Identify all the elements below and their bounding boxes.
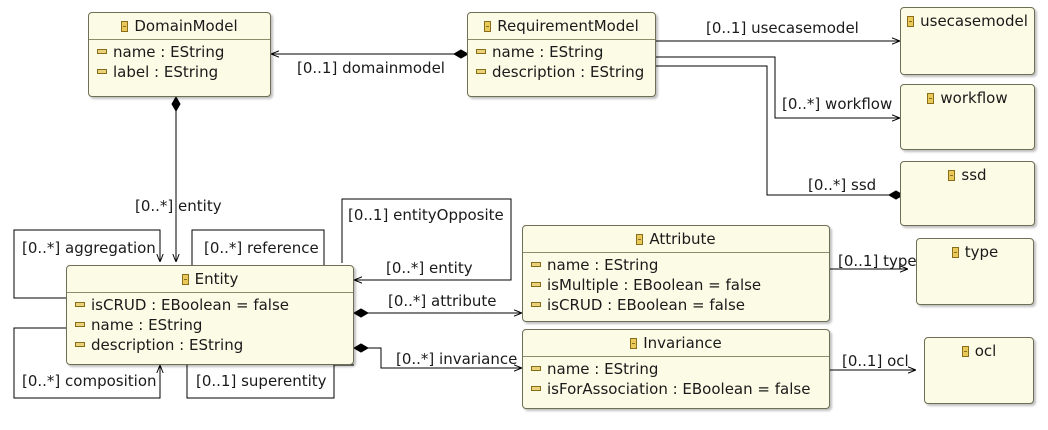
eclass-icon [948,170,956,181]
workflow-class[interactable]: workflow [900,84,1035,150]
eattribute-icon [531,366,541,371]
eattribute-icon [531,302,541,307]
eclass-icon [630,338,638,349]
attribute-row[interactable]: name : EString [468,42,655,62]
eattribute-icon [97,49,107,54]
attribute-row[interactable]: name : EString [523,359,829,379]
aggregation-loop-line [13,229,160,299]
eclass-icon [121,21,129,32]
eclass-icon [907,16,915,27]
invariance-composition-diamond [352,343,370,353]
class-name: ssd [961,166,987,184]
ssd-reference-label: [0..*] ssd [808,176,877,194]
ssd-header: ssd [901,162,1034,188]
class-name: Invariance [643,334,722,352]
eattribute-icon [75,302,85,307]
class-name: Entity [194,270,239,288]
eattribute-icon [531,282,541,287]
ssd-class[interactable]: ssd [900,161,1035,226]
attribute-row[interactable]: description : EString [468,62,655,82]
ocl-header: ocl [925,338,1033,364]
entity-class[interactable]: Entity isCRUD : EBoolean = false name : … [66,265,354,365]
domainmodel-reference-label: [0..1] domainmodel [297,59,445,77]
ssd-reference-line [656,65,900,196]
entity-opposite-loop-line [341,198,512,280]
attribute-row[interactable]: isCRUD : EBoolean = false [67,295,353,315]
eclass-icon [927,93,935,104]
attribute-row[interactable]: name : EString [523,255,829,275]
eclass-icon [961,346,969,357]
attribute-reference-label: [0..*] attribute [388,292,497,310]
type-reference-label: [0..1] type [838,252,917,270]
attribute-row[interactable]: name : EString [67,315,353,335]
workflow-reference-label: [0..*] workflow [782,95,893,113]
ocl-reference-label: [0..1] ocl [842,352,909,370]
superentity-reference-label: [0..1] superentity [196,372,327,390]
reference-loop-line [191,229,325,265]
domainmodel-composition-diamond [452,49,470,59]
entity-opposite-reference-label: [0..1] entityOpposite [348,206,504,224]
composition-loop-line [13,327,160,399]
eattribute-icon [75,322,85,327]
requirement-model-class[interactable]: RequirementModel name : EString descript… [467,12,656,97]
type-header: type [917,239,1033,265]
attribute-row[interactable]: description : EString [67,335,353,355]
invariance-header: Invariance [523,330,829,357]
attribute-row[interactable]: isForAssociation : EBoolean = false [523,379,829,399]
usecasemodel-reference-label: [0..1] usecasemodel [706,19,859,37]
entity-back-reference-label: [0..*] entity [386,259,473,277]
class-name: usecasemodel [920,12,1028,30]
class-name: workflow [940,89,1008,107]
attribute-row[interactable]: isMultiple : EBoolean = false [523,275,829,295]
aggregation-reference-label: [0..*] aggregation [22,239,156,257]
requirement-model-header: RequirementModel [468,13,655,40]
reference-reference-label: [0..*] reference [204,239,319,257]
workflow-reference-line [656,56,900,118]
class-name: ocl [974,342,997,360]
class-name: Attribute [649,230,716,248]
entity-composition-diamond [171,95,181,113]
attribute-composition-diamond [352,308,370,318]
eclass-icon [951,247,959,258]
usecasemodel-class[interactable]: usecasemodel [900,7,1035,75]
class-name: DomainModel [134,17,238,35]
eattribute-icon [531,386,541,391]
invariance-reference-label: [0..*] invariance [396,350,518,368]
eattribute-icon [476,49,486,54]
composition-reference-label: [0..*] composition [22,372,157,390]
invariance-class[interactable]: Invariance name : EString isForAssociati… [522,329,830,409]
eclass-icon [484,21,492,32]
usecasemodel-header: usecasemodel [901,8,1034,34]
entity-reference-label: [0..*] entity [135,197,222,215]
eclass-icon [636,234,644,245]
domain-model-class[interactable]: DomainModel name : EString label : EStri… [88,12,271,97]
attribute-row[interactable]: isCRUD : EBoolean = false [523,295,829,315]
attribute-row[interactable]: name : EString [89,42,270,62]
eattribute-icon [97,69,107,74]
ssd-composition-diamond [887,190,905,200]
eattribute-icon [476,69,486,74]
entity-header: Entity [67,266,353,293]
eclass-icon [181,274,189,285]
attribute-header: Attribute [523,226,829,253]
attribute-row[interactable]: label : EString [89,62,270,82]
attribute-class[interactable]: Attribute name : EString isMultiple : EB… [522,225,830,322]
eattribute-icon [531,262,541,267]
type-class[interactable]: type [916,238,1034,305]
ocl-class[interactable]: ocl [924,337,1034,404]
domain-model-header: DomainModel [89,13,270,40]
superentity-loop-line [186,364,354,399]
eattribute-icon [75,342,85,347]
class-name: RequirementModel [497,17,639,35]
class-name: type [964,243,999,261]
workflow-header: workflow [901,85,1034,111]
